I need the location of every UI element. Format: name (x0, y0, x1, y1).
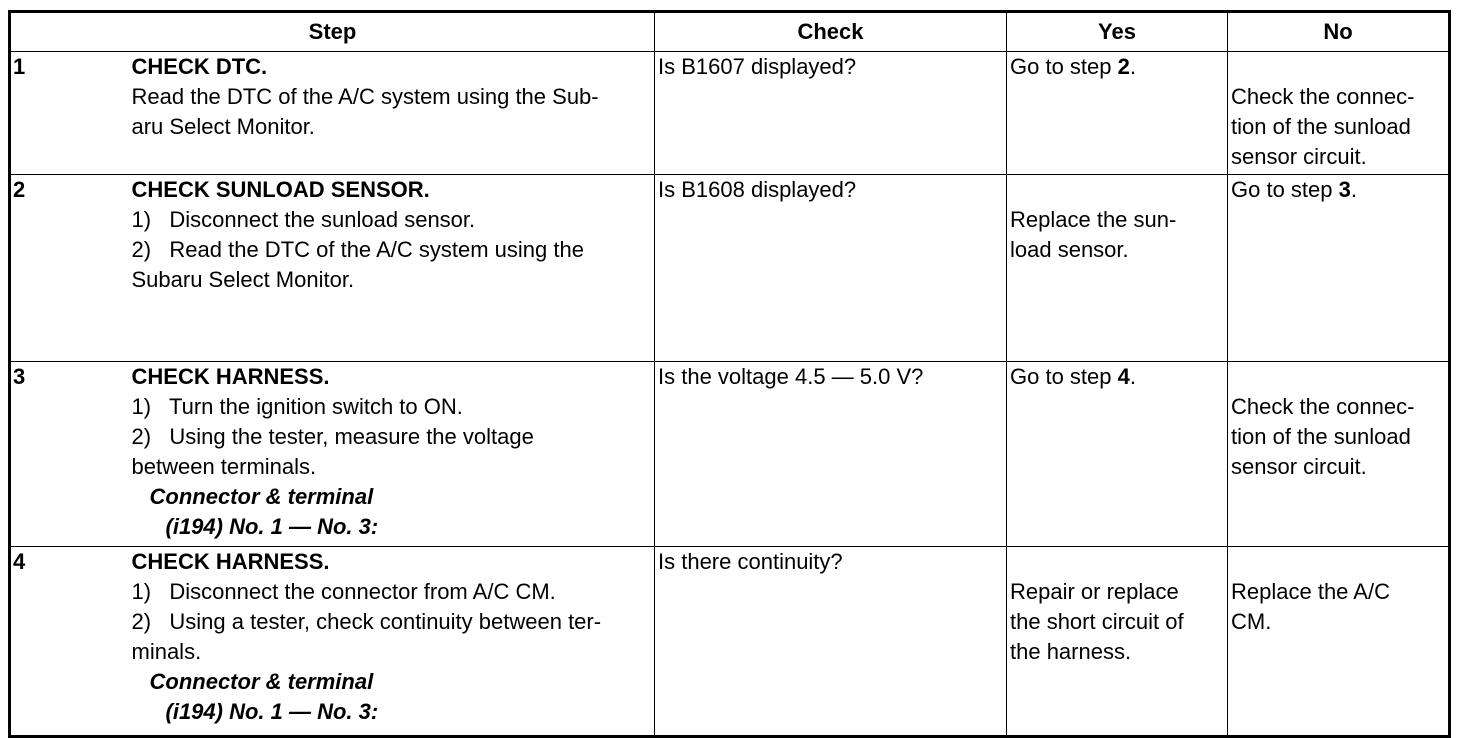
yes-action: Go to step (1010, 364, 1118, 389)
no-action: Check the connec- tion of the sunload se… (1231, 394, 1415, 479)
header-yes: Yes (1006, 11, 1228, 52)
step-title: CHECK HARNESS. (131, 549, 330, 574)
no-action: Go to step (1231, 177, 1339, 202)
connector-terminal-label: Connector & terminal (149, 484, 374, 509)
no-cell: Go to step 3. (1227, 174, 1450, 362)
check-cell: Is B1607 displayed? (654, 51, 1007, 175)
check-question: Is B1607 displayed? (658, 54, 857, 79)
connector-terminal-value: (i194) No. 1 — No. 3: (165, 514, 379, 539)
step-instruction: 1) Disconnect the connector from A/C CM. (131, 579, 556, 604)
step-instruction: minals. (131, 639, 202, 664)
step-number: 2 (13, 177, 26, 202)
step-instruction: 1) Turn the ignition switch to ON. (131, 394, 463, 419)
table-row: 2 CHECK SUNLOAD SENSOR. 1) Disconnect th… (9, 174, 1450, 362)
table-header-row: Step Check Yes No (9, 11, 1450, 52)
step-number-cell: 1 (9, 51, 132, 175)
step-instruction: between terminals. (131, 454, 317, 479)
step-instruction: 2) Using a tester, check continuity betw… (131, 609, 602, 634)
yes-action: Replace the sun- load sensor. (1010, 207, 1177, 262)
check-question: Is there continuity? (658, 549, 843, 574)
step-cell: CHECK DTC. Read the DTC of the A/C syste… (131, 51, 655, 175)
step-title: CHECK SUNLOAD SENSOR. (131, 177, 430, 202)
check-question: Is the voltage 4.5 — 5.0 V? (658, 364, 924, 389)
check-cell: Is B1608 displayed? (654, 174, 1007, 362)
step-cell: CHECK SUNLOAD SENSOR. 1) Disconnect the … (131, 174, 655, 362)
yes-action-tail: . (1129, 54, 1136, 79)
check-cell: Is there continuity? (654, 546, 1007, 737)
connector-terminal-label: Connector & terminal (149, 669, 374, 694)
step-cell: CHECK HARNESS. 1) Disconnect the connect… (131, 546, 655, 737)
step-title: CHECK DTC. (131, 54, 268, 79)
step-number-cell: 3 (9, 361, 132, 547)
yes-cell: Replace the sun- load sensor. (1006, 174, 1228, 362)
step-number: 4 (13, 549, 26, 574)
table-row: 3 CHECK HARNESS. 1) Turn the ignition sw… (9, 361, 1450, 547)
check-cell: Is the voltage 4.5 — 5.0 V? (654, 361, 1007, 547)
step-instruction: Read the DTC of the A/C system using the… (131, 84, 599, 109)
step-instruction: Subaru Select Monitor. (131, 267, 355, 292)
check-question: Is B1608 displayed? (658, 177, 857, 202)
no-cell: Check the connec- tion of the sunload se… (1227, 51, 1450, 175)
step-instruction: aru Select Monitor. (131, 114, 315, 139)
no-step-ref: 3 (1338, 177, 1351, 202)
no-cell: Check the connec- tion of the sunload se… (1227, 361, 1450, 547)
step-title: CHECK HARNESS. (131, 364, 330, 389)
table-row: 4 CHECK HARNESS. 1) Disconnect the conne… (9, 546, 1450, 737)
yes-cell: Go to step 2. (1006, 51, 1228, 175)
no-cell: Replace the A/C CM. (1227, 546, 1450, 737)
yes-action: Go to step (1010, 54, 1118, 79)
header-no: No (1227, 11, 1450, 52)
yes-action: Repair or replace the short circuit of t… (1010, 579, 1184, 664)
step-instruction: 2) Read the DTC of the A/C system using … (131, 237, 584, 262)
step-cell: CHECK HARNESS. 1) Turn the ignition swit… (131, 361, 655, 547)
step-instruction: 1) Disconnect the sunload sensor. (131, 207, 476, 232)
no-action: Replace the A/C CM. (1231, 579, 1390, 634)
yes-step-ref: 4 (1117, 364, 1130, 389)
connector-terminal-value: (i194) No. 1 — No. 3: (165, 699, 379, 724)
header-step: Step (9, 11, 655, 52)
yes-action-tail: . (1129, 364, 1136, 389)
diagnostic-table: Step Check Yes No 1 CHECK DTC. Read the … (8, 10, 1451, 738)
no-action-tail: . (1350, 177, 1357, 202)
step-number: 1 (13, 54, 26, 79)
step-instruction: 2) Using the tester, measure the voltage (131, 424, 534, 449)
step-number: 3 (13, 364, 26, 389)
yes-cell: Go to step 4. (1006, 361, 1228, 547)
yes-step-ref: 2 (1117, 54, 1130, 79)
yes-cell: Repair or replace the short circuit of t… (1006, 546, 1228, 737)
diagnostic-table-container: Step Check Yes No 1 CHECK DTC. Read the … (8, 10, 1451, 738)
no-action: Check the connec- tion of the sunload se… (1231, 84, 1415, 169)
header-check: Check (654, 11, 1007, 52)
step-number-cell: 4 (9, 546, 132, 737)
step-number-cell: 2 (9, 174, 132, 362)
table-row: 1 CHECK DTC. Read the DTC of the A/C sys… (9, 51, 1450, 175)
